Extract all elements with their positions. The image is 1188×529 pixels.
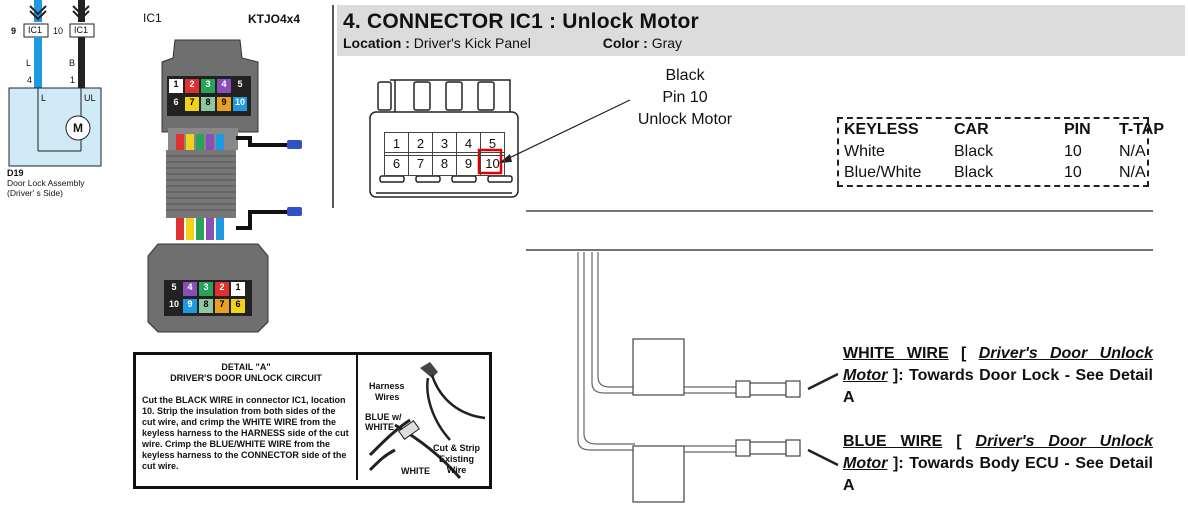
- location-value: Driver's Kick Panel: [413, 35, 531, 51]
- td-car: Black: [954, 164, 994, 181]
- terminal-ul-label: UL: [84, 93, 96, 103]
- white-wire-target-2: Motor: [843, 367, 888, 384]
- detail-a-box: DETAIL "A" DRIVER'S DOOR UNLOCK CIRCUIT …: [133, 352, 492, 489]
- face-pins-row2: 6 7 8 9 10: [384, 152, 505, 176]
- blue-wire-open: [: [956, 433, 962, 450]
- keyless-table: KEYLESS CAR PIN T-TAP White Black 10 N/A…: [837, 117, 1164, 187]
- photo-bottom-row1: 5 4 3 2 1: [167, 282, 245, 296]
- wire-b-label: B: [69, 58, 76, 68]
- motor-icon: M: [73, 121, 83, 135]
- white-wire-note: WHITE WIRE [ Driver's Door Unlock Motor …: [843, 343, 1153, 409]
- assembly-id: D19: [7, 168, 24, 178]
- callout-color: Black: [665, 67, 705, 84]
- face-pin-10: 10: [481, 152, 505, 176]
- connector-title: 4. CONNECTOR IC1 : Unlock Motor: [343, 10, 699, 33]
- tap-wiring: [577, 252, 736, 453]
- detail-line: keyless harness to the CONNECTOR side of…: [142, 450, 347, 460]
- cut-label-3: Wire: [446, 465, 467, 475]
- connector-face: [369, 79, 519, 198]
- detail-illustration: [356, 355, 486, 480]
- connector-box-1: [632, 338, 685, 396]
- color-value: Gray: [651, 35, 683, 51]
- assembly-side: (Driver' s Side): [7, 188, 63, 198]
- assembly-name: Door Lock Assembly: [7, 178, 85, 188]
- pin-10-label: 10: [53, 26, 64, 36]
- face-pin: 1: [384, 132, 409, 156]
- white-wire-name: WHITE WIRE: [843, 345, 949, 362]
- photo-bottom-row2: 10 9 8 7 6: [167, 299, 245, 313]
- cut-label: Cut & Strip: [433, 443, 480, 453]
- photo-top-row2: 6 7 8 9 10: [169, 97, 247, 111]
- blue-label: BLUE w/: [365, 412, 402, 422]
- harness-label: Harness: [369, 381, 405, 391]
- blue-wire-desc: ]: Towards Body ECU - See: [893, 455, 1104, 472]
- th-ttap: T-TAP: [1119, 121, 1165, 138]
- detail-subtitle: DRIVER'S DOOR UNLOCK CIRCUIT: [170, 373, 322, 383]
- terminal-l-label: L: [41, 93, 47, 103]
- photo-connector-label: IC1: [143, 11, 162, 25]
- td-car: Black: [954, 143, 994, 160]
- face-pin: 4: [457, 132, 481, 156]
- face-pin: 8: [433, 152, 457, 176]
- butt-connectors: [735, 380, 801, 457]
- td-keyless: Blue/White: [844, 164, 922, 181]
- color-label-key: Color :: [602, 35, 648, 51]
- connector-header: 4. CONNECTOR IC1 : Unlock Motor Location…: [337, 5, 1185, 56]
- th-car: CAR: [954, 121, 989, 138]
- callout-function: Unlock Motor: [637, 111, 733, 128]
- callout-pointer: [504, 99, 631, 161]
- blue-wire-note: BLUE WIRE [ Driver's Door Unlock Motor ]…: [843, 431, 1153, 497]
- td-keyless: White: [844, 143, 885, 160]
- cut-label-2: Existing: [438, 454, 474, 464]
- detail-line: 10. Strip the insulation from both sides…: [142, 406, 336, 416]
- pin-callout: Black Pin 10 Unlock Motor: [620, 65, 750, 131]
- left-schematic: [8, 0, 102, 167]
- harness-label-2: Wires: [375, 392, 400, 402]
- face-pin: 3: [433, 132, 457, 156]
- callout-arrowhead: [499, 154, 512, 163]
- blue-wire-pointer: [807, 448, 839, 467]
- photo-vehicle-label: KTJO4x4: [248, 12, 301, 26]
- location-label: Location :: [343, 35, 410, 51]
- wire-l-label: L: [26, 58, 32, 68]
- face-pin: 9: [457, 152, 481, 176]
- blue-label-2: WHITE: [365, 422, 394, 432]
- pin-1-label: 1: [70, 75, 76, 85]
- white-wire-target: Driver's Door Unlock: [978, 345, 1153, 362]
- td-ttap: N/A: [1119, 164, 1146, 181]
- tag-ic1-b: IC1: [74, 25, 89, 35]
- td-pin: 10: [1064, 143, 1082, 160]
- pin-4-label: 4: [27, 75, 33, 85]
- td-ttap: N/A: [1119, 143, 1146, 160]
- blue-wire-name: BLUE WIRE: [843, 433, 943, 450]
- blue-wire-detail: Detail A: [843, 455, 1153, 494]
- detail-line: wire. Crimp the BLUE/WHITE WIRE from the: [142, 439, 331, 449]
- connector-box-2: [632, 445, 685, 503]
- th-pin: PIN: [1064, 121, 1091, 138]
- face-pin: 5: [481, 132, 505, 156]
- th-keyless: KEYLESS: [844, 121, 919, 138]
- pin-9-label: 9: [11, 26, 17, 36]
- detail-line: cut wire.: [142, 461, 179, 471]
- face-pins-row1: 1 2 3 4 5: [384, 132, 505, 156]
- blue-wire-target-2: Motor: [843, 455, 888, 472]
- white-wire-detail: Detail A: [843, 367, 1153, 406]
- face-pin: 2: [409, 132, 433, 156]
- td-pin: 10: [1064, 164, 1082, 181]
- detail-title: DETAIL "A": [221, 362, 271, 372]
- detail-line: cut wire, and crimp the WHITE WIRE from …: [142, 417, 337, 427]
- white-wire-pointer: [807, 372, 839, 391]
- callout-pin: Pin 10: [662, 89, 708, 106]
- detail-line: keyless harness to the HARNESS side of t…: [142, 428, 349, 438]
- face-pin: 6: [384, 152, 409, 176]
- face-pin: 7: [409, 152, 433, 176]
- detail-line: Cut the BLACK WIRE in connector IC1, loc…: [142, 395, 346, 405]
- white-label: WHITE: [401, 466, 430, 476]
- white-wire-desc: ]: Towards Door Lock - See: [892, 367, 1104, 384]
- white-wire-open: [: [961, 345, 967, 362]
- blue-wire-target: Driver's Door Unlock: [975, 433, 1154, 450]
- connector-subtitle: Location : Driver's Kick Panel Color : G…: [343, 35, 682, 51]
- photo-top-row1: 1 2 3 4 5: [169, 79, 247, 93]
- tag-ic1-a: IC1: [28, 25, 43, 35]
